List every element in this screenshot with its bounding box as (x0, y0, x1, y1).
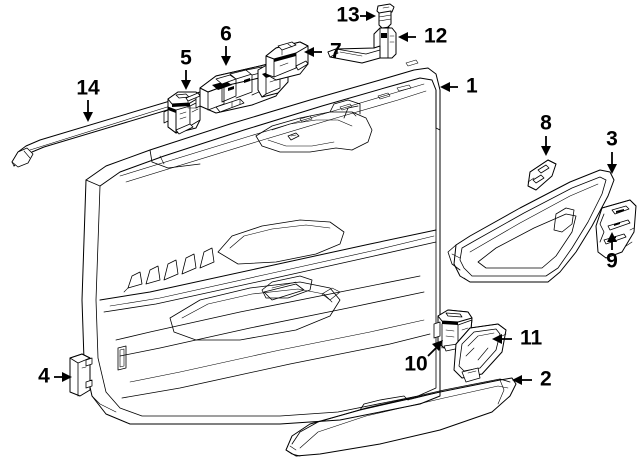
callout-11: 11 (492, 327, 543, 350)
part-5-window-switch (163, 91, 201, 135)
callout-3-label: 3 (606, 128, 618, 151)
callout-8: 8 (540, 112, 552, 156)
callout-13: 13 (336, 4, 376, 27)
part-4-end-cap (69, 353, 93, 397)
part-8-retainer-bracket (527, 159, 557, 191)
callout-5-label: 5 (180, 47, 192, 70)
part-7-mirror-switch (265, 41, 309, 81)
callout-2-label: 2 (540, 368, 552, 391)
callout-12-label: 12 (424, 25, 447, 48)
part-1-trim-panel-body (81, 127, 441, 425)
callout-10: 10 (404, 340, 443, 376)
callout-9: 9 (606, 232, 618, 273)
callout-1-label: 1 (466, 75, 478, 98)
callout-13-label: 13 (336, 4, 359, 27)
callout-1: 1 (440, 75, 478, 98)
callout-4-label: 4 (38, 365, 50, 388)
part-3-sail-panel (447, 169, 615, 283)
callout-5: 5 (180, 47, 192, 90)
callout-4: 4 (38, 365, 72, 388)
part-1-trim-panel-upper (85, 59, 441, 187)
part-2-lower-molding (285, 377, 517, 457)
callout-14: 14 (76, 77, 100, 122)
callout-7: 7 (304, 40, 342, 63)
part-12-handle-lever-clip (327, 27, 397, 64)
callout-6-label: 6 (220, 23, 232, 46)
callout-7-label: 7 (330, 40, 342, 63)
callout-2: 2 (512, 368, 552, 391)
part-11-pull-handle-bezel (453, 323, 507, 383)
callout-10-label: 10 (404, 353, 427, 376)
callout-14-label: 14 (76, 77, 100, 100)
callout-6: 6 (220, 23, 232, 66)
callout-3: 3 (606, 128, 618, 174)
part-10-lock-switch (433, 309, 473, 352)
callout-12: 12 (398, 25, 447, 48)
callout-9-label: 9 (606, 250, 618, 273)
callout-8-label: 8 (540, 112, 552, 135)
callout-11-label: 11 (520, 327, 543, 350)
